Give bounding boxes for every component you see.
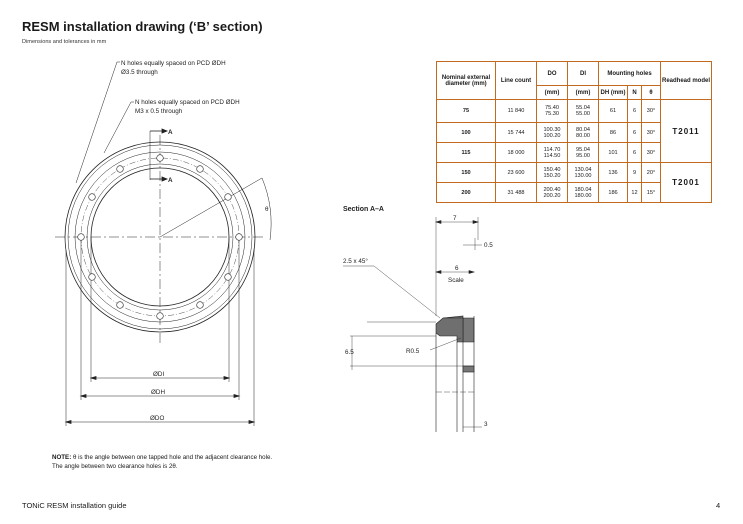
section-marker-bottom: A [168, 177, 173, 184]
readhead-model-1: T2011 [660, 99, 712, 163]
dim-dh-label: ØDH [151, 389, 165, 396]
section-title: Section A–A [343, 206, 384, 213]
col-do: DO [536, 61, 568, 86]
callout-clearance-line2: Ø3.5 through [121, 69, 158, 76]
col-n: N [627, 85, 642, 100]
note-line1: θ is the angle between one tapped hole a… [71, 454, 273, 461]
note: NOTE: θ is the angle between one tapped … [52, 453, 272, 471]
col-mounting-holes: Mounting holes [598, 61, 661, 86]
dim-do-label: ØDO [150, 415, 164, 422]
section-dim-6: 6 [455, 265, 459, 272]
section-chamfer: 2.5 x 45° [343, 257, 368, 265]
section-dim-65: 6.5 [345, 349, 354, 356]
col-nominal: Nominal external diameter (mm) [436, 61, 496, 100]
col-readhead-model: Readhead model [660, 61, 712, 100]
footer-guide-title: TONiC RESM installation guide [22, 501, 127, 510]
section-scale-label: Scale [448, 277, 464, 284]
page-subtitle: Dimensions and tolerances in mm [22, 39, 107, 45]
col-di: DI [567, 61, 599, 86]
dim-di-label: ØDI [153, 371, 164, 378]
col-line-count: Line count [495, 61, 537, 100]
col-do-unit: (mm) [536, 85, 568, 100]
section-marker-top: A [168, 129, 173, 136]
note-line2: The angle between two clearance holes is… [52, 463, 178, 470]
mounting-holes [77, 154, 243, 320]
col-di-unit: (mm) [567, 85, 599, 100]
col-dh: DH (mm) [598, 85, 628, 100]
section-dim-3: 3 [484, 421, 488, 428]
spec-table: Nominal external diameter (mm) Line coun… [436, 61, 712, 203]
section-dim-05: 0.5 [484, 242, 493, 249]
footer-page-number: 4 [716, 501, 721, 510]
section-dim-7: 7 [453, 215, 457, 222]
col-theta: θ [641, 85, 661, 100]
angle-label: θ [265, 206, 269, 213]
callout-tapped-line1: N holes equally spaced on PCD ØDH [135, 99, 240, 106]
callout-clearance-line1: N holes equally spaced on PCD ØDH [121, 60, 226, 67]
note-label: NOTE: [52, 454, 72, 461]
readhead-model-2: T2001 [660, 162, 712, 203]
page-title: RESM installation drawing (‘B’ section) [22, 19, 263, 34]
section-profile [343, 217, 482, 432]
section-radius: R0.5 [406, 348, 420, 355]
callout-tapped-line2: M3 x 0.5 through [135, 108, 183, 115]
